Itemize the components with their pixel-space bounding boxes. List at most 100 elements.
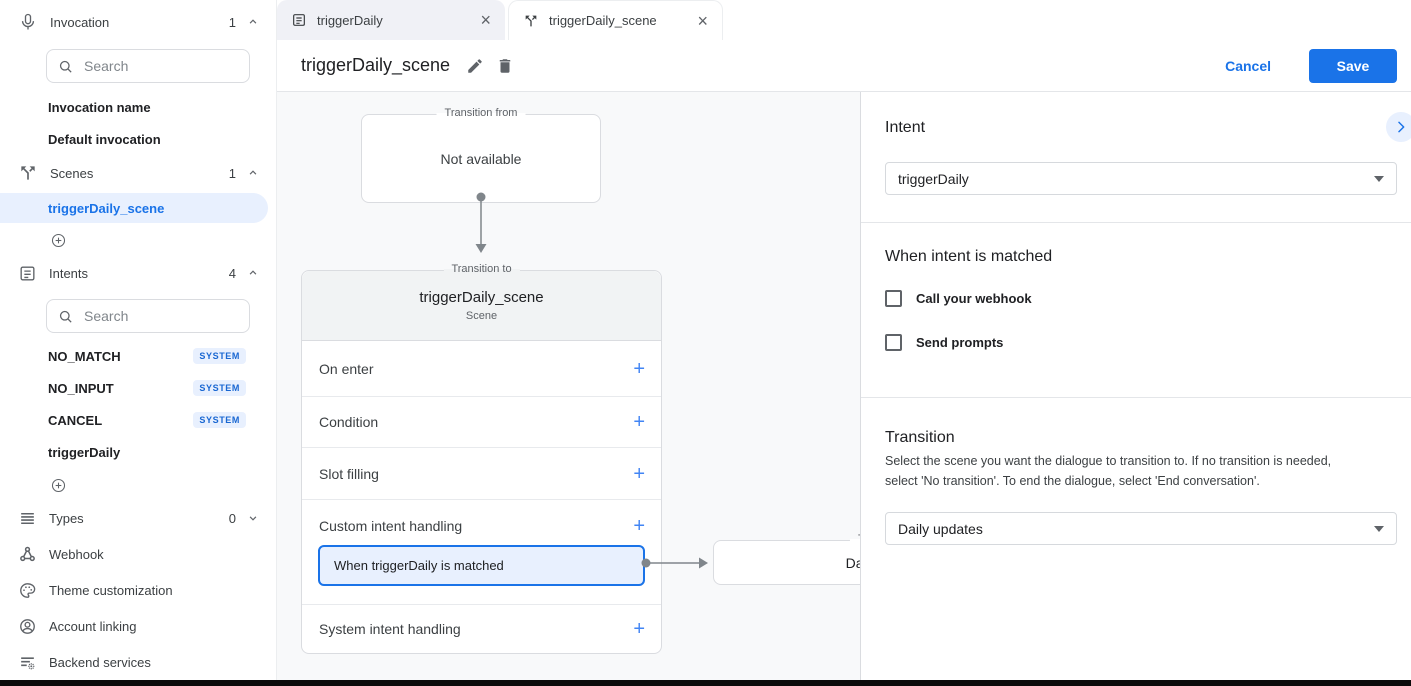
tab-triggerdaily[interactable]: triggerDaily × bbox=[277, 0, 505, 40]
when-intent-matched-heading: When intent is matched bbox=[885, 248, 1053, 265]
close-icon[interactable]: × bbox=[697, 10, 708, 31]
chevron-up-icon[interactable] bbox=[246, 266, 260, 280]
cancel-button[interactable]: Cancel bbox=[1225, 57, 1271, 74]
flow-canvas[interactable]: Transition from Not available Transition… bbox=[277, 92, 860, 680]
row-on-enter[interactable]: On enter + bbox=[302, 341, 661, 396]
transition-from-box: Transition from Not available bbox=[361, 107, 601, 203]
sidebar-item-label: Invocation bbox=[50, 14, 110, 30]
call-webhook-option[interactable]: Call your webhook bbox=[885, 290, 1032, 307]
intent-select-value: triggerDaily bbox=[898, 170, 969, 187]
intents-search[interactable] bbox=[46, 299, 265, 333]
add-icon[interactable]: + bbox=[633, 411, 645, 433]
add-icon[interactable]: + bbox=[633, 618, 645, 640]
row-label: Slot filling bbox=[319, 465, 379, 482]
add-circle-icon bbox=[50, 232, 67, 249]
invocation-search[interactable] bbox=[46, 49, 265, 83]
count-badge: 0 bbox=[228, 510, 236, 526]
add-icon[interactable]: + bbox=[633, 515, 645, 537]
webhook-icon bbox=[18, 545, 37, 564]
delete-button[interactable] bbox=[496, 57, 514, 75]
sidebar-item-invocation-name[interactable]: Invocation name bbox=[48, 99, 151, 115]
row-label: System intent handling bbox=[319, 621, 461, 637]
tab-label: triggerDaily_scene bbox=[549, 13, 657, 28]
trash-icon bbox=[496, 57, 514, 75]
sidebar-item-webhook[interactable]: Webhook bbox=[0, 536, 276, 572]
system-badge: SYSTEM bbox=[193, 412, 246, 428]
call-webhook-checkbox[interactable] bbox=[885, 290, 902, 307]
intent-name: NO_INPUT bbox=[48, 380, 114, 396]
edit-button[interactable] bbox=[466, 57, 484, 75]
add-circle-icon bbox=[50, 477, 67, 494]
collapse-panel-button[interactable] bbox=[1386, 112, 1411, 142]
intent-name: NO_MATCH bbox=[48, 348, 121, 364]
caret-down-icon bbox=[1374, 525, 1384, 532]
sidebar-item-intents[interactable]: Intents 4 bbox=[0, 255, 276, 291]
sidebar-item-no-match[interactable]: NO_MATCH SYSTEM bbox=[0, 340, 276, 372]
intent-heading: Intent bbox=[885, 119, 926, 136]
handler-label: When triggerDaily is matched bbox=[334, 558, 504, 573]
microphone-icon bbox=[18, 12, 38, 32]
backend-services-icon bbox=[18, 653, 37, 672]
add-icon[interactable]: + bbox=[633, 462, 645, 485]
scene-icon bbox=[523, 13, 539, 29]
send-prompts-checkbox[interactable] bbox=[885, 334, 902, 351]
transition-to-label: Transition to bbox=[443, 263, 520, 275]
send-prompts-option[interactable]: Send prompts bbox=[885, 334, 1003, 351]
sidebar-item-no-input[interactable]: NO_INPUT SYSTEM bbox=[0, 372, 276, 404]
sidebar-item-theme-customization[interactable]: Theme customization bbox=[0, 572, 276, 608]
transition-from-content: Not available bbox=[440, 150, 522, 167]
system-badge: SYSTEM bbox=[193, 348, 246, 364]
chevron-right-icon bbox=[1393, 119, 1409, 135]
intent-select[interactable]: triggerDaily bbox=[885, 162, 1397, 195]
tab-triggerdaily-scene[interactable]: triggerDaily_scene × bbox=[508, 0, 723, 40]
transition-select[interactable]: Daily updates bbox=[885, 512, 1397, 545]
scene-card-title: triggerDaily_scene bbox=[419, 289, 544, 306]
screen-bottom-edge bbox=[0, 680, 1411, 686]
sidebar-item-account-linking[interactable]: Account linking bbox=[0, 608, 276, 644]
sidebar-item-backend-services[interactable]: Backend services bbox=[0, 644, 276, 680]
sidebar-item-triggerdaily-scene[interactable]: triggerDaily_scene bbox=[0, 193, 268, 223]
intent-handler-when-triggerdaily-matched[interactable]: When triggerDaily is matched bbox=[318, 545, 645, 586]
add-icon[interactable]: + bbox=[633, 357, 645, 380]
sidebar-item-cancel-intent[interactable]: CANCEL SYSTEM bbox=[0, 404, 276, 436]
row-system-intent-handling[interactable]: System intent handling + bbox=[302, 604, 661, 653]
sidebar-item-types[interactable]: Types 0 bbox=[0, 500, 276, 536]
search-icon bbox=[57, 308, 74, 325]
sidebar-item-label: Backend services bbox=[49, 654, 151, 670]
transition-to-label: Transition to bbox=[849, 533, 860, 545]
row-slot-filling[interactable]: Slot filling + bbox=[302, 447, 661, 499]
sidebar-item-triggerdaily-intent[interactable]: triggerDaily bbox=[0, 436, 276, 468]
chevron-down-icon[interactable] bbox=[246, 511, 260, 525]
close-icon[interactable]: × bbox=[480, 10, 491, 30]
row-custom-intent-handling[interactable]: Custom intent handling + When triggerDai… bbox=[302, 499, 661, 604]
pencil-icon bbox=[466, 57, 484, 75]
caret-down-icon bbox=[1374, 175, 1384, 182]
types-icon bbox=[18, 509, 37, 528]
sidebar-item-invocation[interactable]: Invocation 1 bbox=[0, 4, 276, 40]
row-condition[interactable]: Condition + bbox=[302, 396, 661, 447]
scene-card-subtitle: Scene bbox=[465, 310, 498, 322]
intent-icon bbox=[291, 12, 307, 28]
search-input[interactable] bbox=[84, 58, 265, 74]
chevron-up-icon[interactable] bbox=[246, 15, 260, 29]
daily-updates-transition-box[interactable]: Transition to Daily updates bbox=[713, 533, 860, 585]
sidebar-item-default-invocation[interactable]: Default invocation bbox=[48, 131, 161, 147]
sidebar-item-scenes[interactable]: Scenes 1 bbox=[0, 155, 276, 191]
add-scene-button[interactable] bbox=[0, 225, 276, 255]
sidebar-item-label: Theme customization bbox=[49, 582, 173, 598]
search-input[interactable] bbox=[84, 308, 265, 324]
count-badge: 4 bbox=[228, 265, 236, 281]
divider bbox=[861, 222, 1411, 223]
sidebar: Invocation 1 Invocation name Default inv… bbox=[0, 0, 277, 680]
system-badge: SYSTEM bbox=[193, 380, 246, 396]
sidebar-item-label: Types bbox=[49, 510, 84, 526]
add-intent-button[interactable] bbox=[0, 470, 276, 500]
sidebar-item-label: Account linking bbox=[49, 618, 137, 634]
row-label: Custom intent handling bbox=[319, 518, 463, 534]
save-button[interactable]: Save bbox=[1309, 48, 1397, 83]
tab-label: triggerDaily bbox=[317, 12, 383, 28]
checkbox-label: Call your webhook bbox=[916, 291, 1032, 306]
row-label: Condition bbox=[319, 414, 379, 430]
transition-from-label: Transition from bbox=[436, 107, 526, 119]
chevron-up-icon[interactable] bbox=[246, 166, 260, 180]
